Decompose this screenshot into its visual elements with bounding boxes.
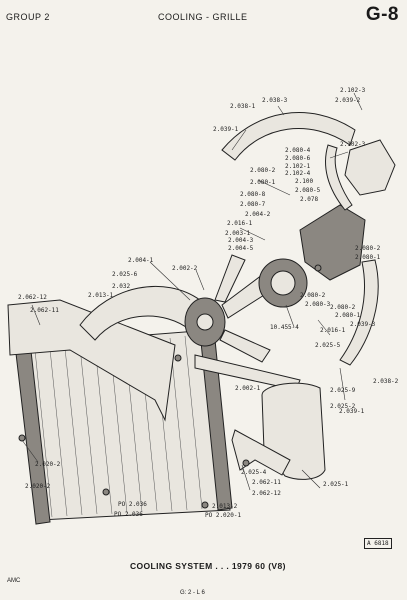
callout: 2.080-6 <box>285 155 311 162</box>
callout: PO 2.036 <box>114 511 143 518</box>
callout: 2.062-12 <box>252 490 281 497</box>
callout: 2.025-9 <box>330 387 356 394</box>
footer-left: AMC <box>7 578 21 584</box>
callout: 2.025-4 <box>241 469 267 476</box>
callout: 2.062-12 <box>18 294 47 301</box>
callout: 2.102-3 <box>340 87 366 94</box>
callout: 2.004-3 <box>228 237 254 244</box>
callout: 2.102-4 <box>285 170 311 177</box>
callout: 2.025-5 <box>315 342 341 349</box>
water-pump <box>299 204 366 281</box>
bypass-hose <box>325 144 353 211</box>
callout: 10.455-4 <box>270 324 299 331</box>
callout: 2.002-1 <box>235 385 261 392</box>
callout: 2.038-2 <box>373 378 399 385</box>
callout: 2.004-5 <box>228 245 254 252</box>
callout: 2.004-1 <box>128 257 154 264</box>
callout: 2.080-1 <box>355 254 381 261</box>
callout: 2.080-8 <box>240 191 266 198</box>
callout: 2.025-1 <box>323 481 349 488</box>
footer-center: G: 2 - L 6 <box>180 590 205 596</box>
lower-radiator-hose <box>339 259 379 366</box>
callout: 2.080-5 <box>295 187 321 194</box>
callout: 2.016-1 <box>320 327 346 334</box>
callout: 2.032 <box>112 283 130 290</box>
group-label: GROUP 2 <box>6 12 50 22</box>
callout: 2.080-7 <box>240 201 266 208</box>
callout: 2.080-3 <box>305 301 331 308</box>
callout: 2.039-1 <box>339 408 365 415</box>
callout: 2.100 <box>295 178 313 185</box>
radiator-core <box>14 329 233 525</box>
callout: 2.078 <box>300 196 318 203</box>
callout: 2.102-3 <box>340 141 366 148</box>
callout: 2.039-2 <box>335 97 361 104</box>
callout: 2.080-2 <box>300 292 326 299</box>
callout: 2.025-6 <box>112 271 138 278</box>
fasteners <box>18 264 322 509</box>
leader-lines <box>21 92 363 491</box>
callout: 2.102-1 <box>285 163 311 170</box>
callout: 2.080-1 <box>250 179 276 186</box>
callout: 2.013-2 <box>212 503 238 510</box>
thermostat-housing <box>344 139 396 196</box>
callout: 2.003-1 <box>225 230 251 237</box>
reference-code: A 6818 <box>364 538 392 549</box>
callout: 2.062-11 <box>252 479 281 486</box>
callout: 2.080-2 <box>250 167 276 174</box>
callout: 2.025-2 <box>330 403 356 410</box>
callout: 2.020-2 <box>25 483 51 490</box>
callout: 2.062-11 <box>30 307 59 314</box>
upper-radiator-hose <box>221 112 356 161</box>
callout: PO 2.036 <box>118 501 147 508</box>
callout: 2.002-2 <box>172 265 198 272</box>
page-code: G-8 <box>365 4 399 25</box>
callout: 2.016-1 <box>227 220 253 227</box>
grille-shroud <box>7 299 176 422</box>
callout: 2.038-1 <box>230 103 256 110</box>
callout: 2.020-2 <box>35 461 61 468</box>
fan-pulley <box>258 258 308 308</box>
callout: 2.080-2 <box>330 304 356 311</box>
callout: 2.080-2 <box>355 245 381 252</box>
callout: 2.004-2 <box>245 211 271 218</box>
callout: 2.038-3 <box>262 97 288 104</box>
callout-labels: 2.102-3 2.039-2 2.038-3 2.038-1 2.039-1 … <box>18 87 399 519</box>
callout: 2.080-1 <box>335 312 361 319</box>
figure-caption: COOLING SYSTEM . . . 1979 60 (V8) <box>130 561 286 571</box>
callout: PO 2.020-1 <box>205 512 242 519</box>
page-title: COOLING - GRILLE <box>158 12 248 22</box>
callout: 2.039-1 <box>213 126 239 133</box>
callout: 2.013-1 <box>88 292 114 299</box>
callout: 2.039-3 <box>350 321 376 328</box>
callout: 2.080-4 <box>285 147 311 154</box>
